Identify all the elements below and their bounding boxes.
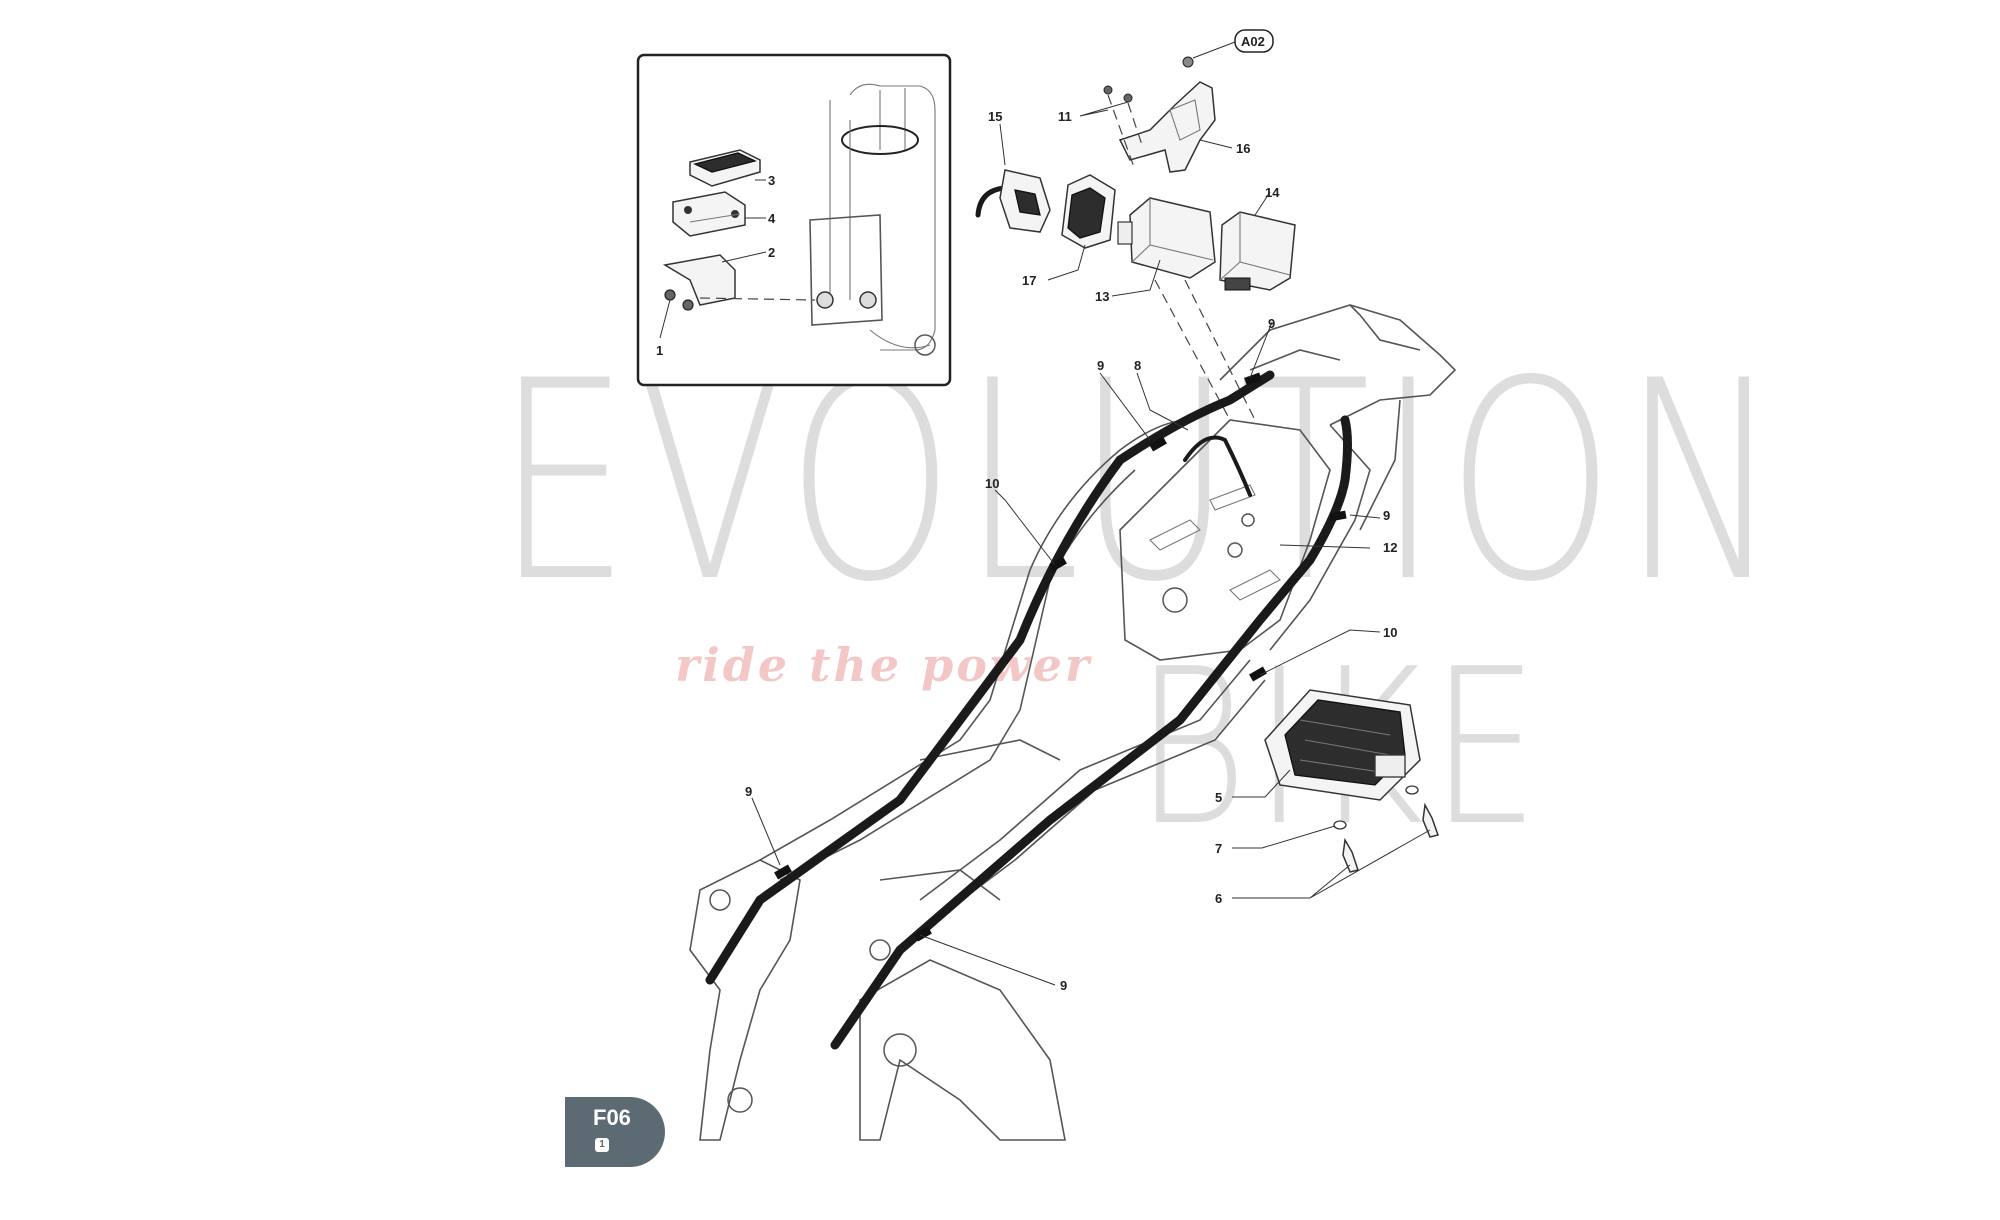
reference-tag-label: A02 bbox=[1241, 34, 1265, 49]
clamp-10b bbox=[1249, 666, 1267, 682]
part-6-bolt bbox=[1342, 837, 1359, 873]
inset-callout-2: 2 bbox=[768, 245, 775, 260]
callout-14: 14 bbox=[1265, 185, 1280, 200]
clamp-10a bbox=[1049, 556, 1067, 572]
inset-part-4 bbox=[672, 191, 746, 237]
callout-9-top: 9 bbox=[1268, 316, 1275, 331]
callout-15: 15 bbox=[988, 109, 1002, 124]
callout-13: 13 bbox=[1095, 289, 1109, 304]
callout-11: 11 bbox=[1058, 109, 1072, 124]
callout-7: 7 bbox=[1215, 841, 1222, 856]
part-13-module bbox=[1129, 197, 1216, 279]
inset-callout-4: 4 bbox=[768, 211, 776, 226]
callout-labels: 15 11 16 14 17 13 9 9 8 10 9 12 10 5 7 6… bbox=[745, 109, 1397, 993]
callout-16: 16 bbox=[1236, 141, 1250, 156]
callout-10-left: 10 bbox=[985, 476, 999, 491]
badge-sub-number: 1 bbox=[595, 1138, 609, 1152]
hoses bbox=[705, 370, 1352, 1050]
callout-9-lower-left: 9 bbox=[745, 784, 752, 799]
clamp-9c bbox=[1329, 510, 1347, 522]
part-5-regulator bbox=[1264, 689, 1421, 801]
inset-detail: 3 4 2 1 bbox=[636, 53, 952, 387]
inset-part-1-bolt bbox=[664, 289, 676, 301]
callout-9-mid: 9 bbox=[1097, 358, 1104, 373]
hose-right bbox=[830, 415, 1352, 1050]
page-badge: F06 1 bbox=[565, 1097, 665, 1167]
inset-callout-3: 3 bbox=[768, 173, 775, 188]
callout-leaders bbox=[751, 101, 1431, 986]
inset-callout-1: 1 bbox=[656, 343, 663, 358]
watermark-evolution: EVOLUTION bbox=[495, 322, 1788, 642]
clamp-9b bbox=[1149, 436, 1167, 452]
nut-a02 bbox=[1182, 56, 1194, 68]
callout-17: 17 bbox=[1022, 273, 1036, 288]
callout-5: 5 bbox=[1215, 790, 1222, 805]
callout-9-lower-right: 9 bbox=[1060, 978, 1067, 993]
callout-6: 6 bbox=[1215, 891, 1222, 906]
part-7-washer bbox=[1333, 820, 1347, 830]
hose-small bbox=[1183, 435, 1252, 497]
callout-9-right: 9 bbox=[1383, 508, 1390, 523]
reference-tag-a02: A02 bbox=[1192, 29, 1274, 59]
part-11-bolt bbox=[1103, 85, 1113, 95]
electronics-group bbox=[975, 56, 1296, 421]
clamp-9e bbox=[914, 926, 932, 942]
callout-10-right: 10 bbox=[1383, 625, 1397, 640]
callout-12: 12 bbox=[1383, 540, 1397, 555]
badge-code: F06 bbox=[593, 1105, 631, 1130]
callout-8: 8 bbox=[1134, 358, 1141, 373]
inset-part-2 bbox=[662, 254, 736, 306]
hose-left bbox=[705, 370, 1275, 985]
clamp-9a bbox=[1244, 372, 1262, 386]
clamp-9d bbox=[774, 864, 792, 880]
part-16-bracket bbox=[1118, 81, 1216, 173]
